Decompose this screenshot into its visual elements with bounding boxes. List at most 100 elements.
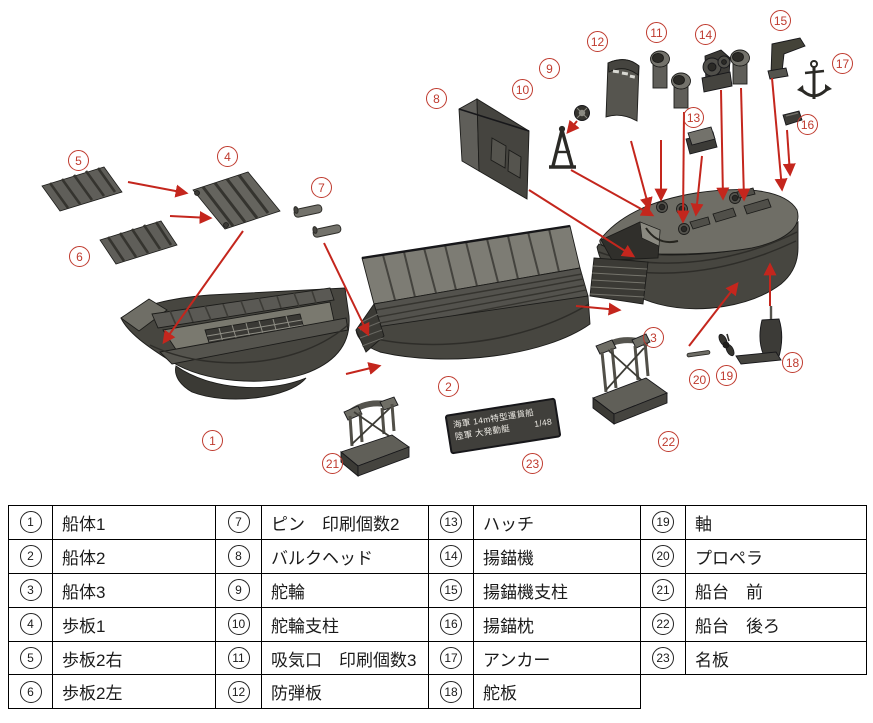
part-name-cell: ピン 印刷個数2 bbox=[261, 505, 429, 540]
diagram-label-2: 2 bbox=[438, 376, 459, 397]
part-name-cell: 船台 後ろ bbox=[685, 606, 867, 642]
part-air-intakes bbox=[650, 49, 750, 109]
air-intake-1 bbox=[650, 50, 670, 89]
part-helm-stand bbox=[549, 125, 576, 169]
part-number-cell: 2 bbox=[8, 538, 53, 574]
part-number-badge: 2 bbox=[19, 545, 42, 568]
part-number-cell: 9 bbox=[215, 572, 262, 608]
diagram-label-3: 3 bbox=[643, 327, 664, 348]
part-number-badge: 17 bbox=[440, 647, 462, 669]
part-number-badge: 22 bbox=[652, 613, 674, 636]
diagram-label-14: 14 bbox=[695, 24, 716, 45]
part-number-badge: 3 bbox=[19, 579, 42, 602]
diagram-label-11: 11 bbox=[646, 22, 667, 43]
part-name-cell: 船体1 bbox=[52, 505, 216, 540]
diagram-label-18: 18 bbox=[782, 352, 803, 373]
part-number-cell: 16 bbox=[428, 606, 474, 642]
part-number-badge: 13 bbox=[440, 511, 462, 534]
part-number-badge: 12 bbox=[227, 680, 250, 703]
diagram-label-15: 15 bbox=[770, 10, 791, 31]
part-windlass bbox=[701, 49, 733, 93]
part-number-cell: 17 bbox=[428, 640, 474, 676]
part-number-badge: 10 bbox=[227, 613, 250, 636]
part-name-cell: アンカー bbox=[473, 640, 641, 676]
diagram-label-6: 6 bbox=[69, 246, 90, 267]
diagram-label-13: 13 bbox=[683, 107, 704, 128]
part-hatch bbox=[685, 126, 718, 155]
part-name-cell: 船体3 bbox=[52, 572, 216, 608]
part-rudder bbox=[735, 306, 783, 365]
part-name-cell: バルクヘッド bbox=[261, 538, 429, 574]
part-pins bbox=[293, 204, 342, 238]
part-number-badge: 20 bbox=[652, 545, 674, 568]
name-plate-scale: 1/48 bbox=[533, 416, 553, 430]
part-number-cell: 4 bbox=[8, 606, 53, 642]
part-number-badge: 9 bbox=[227, 579, 250, 602]
part-helm-wheel bbox=[574, 105, 590, 121]
diagram-label-4: 4 bbox=[217, 146, 238, 167]
part-number-badge: 1 bbox=[19, 511, 42, 534]
part-number-cell: 22 bbox=[640, 606, 686, 642]
part-number-cell: 21 bbox=[640, 572, 686, 608]
part-name-cell: 揚錨枕 bbox=[473, 606, 641, 642]
part-number-cell: 14 bbox=[428, 538, 474, 574]
part-walkboard-2-right bbox=[41, 166, 123, 212]
part-number-badge: 11 bbox=[227, 647, 250, 669]
part-number-badge: 4 bbox=[19, 613, 42, 636]
part-number-cell: 7 bbox=[215, 505, 262, 540]
part-number-cell: 10 bbox=[215, 606, 262, 642]
part-number-cell: 15 bbox=[428, 572, 474, 608]
part-name-cell: 船台 前 bbox=[685, 572, 867, 608]
parts-table-row: 5 歩板2右 11 吸気口 印刷個数3 17 アンカー 23 名板 bbox=[8, 640, 867, 676]
diagram-label-21: 21 bbox=[322, 453, 343, 474]
part-anchor bbox=[797, 60, 832, 99]
part-walkboard-2-left bbox=[99, 220, 178, 265]
part-name-cell: 吸気口 印刷個数3 bbox=[261, 640, 429, 676]
part-number-badge: 5 bbox=[19, 647, 42, 669]
diagram-label-7: 7 bbox=[311, 177, 332, 198]
part-number-badge: 23 bbox=[652, 647, 674, 669]
part-name-cell: 歩板2右 bbox=[52, 640, 216, 676]
part-number-badge: 21 bbox=[652, 579, 674, 602]
part-number-cell: 5 bbox=[8, 640, 53, 676]
part-number-badge: 19 bbox=[652, 511, 674, 534]
part-name-cell: 舵板 bbox=[473, 674, 641, 710]
part-number-cell: 13 bbox=[428, 505, 474, 540]
part-armor-plate bbox=[605, 59, 640, 122]
part-number-cell: 12 bbox=[215, 674, 262, 710]
part-number-badge: 18 bbox=[440, 680, 462, 703]
diagram-label-17: 17 bbox=[832, 53, 853, 74]
part-walkboard-1 bbox=[192, 171, 281, 230]
part-number-badge: 14 bbox=[440, 545, 462, 568]
part-number-badge: 6 bbox=[19, 680, 42, 703]
diagram-label-16: 16 bbox=[797, 114, 818, 135]
exploded-view-diagram bbox=[41, 37, 832, 477]
part-number-badge: 7 bbox=[227, 511, 250, 534]
part-name-cell: 歩板1 bbox=[52, 606, 216, 642]
part-name-cell: 舵輪支柱 bbox=[261, 606, 429, 642]
part-name-cell: 舵輪 bbox=[261, 572, 429, 608]
part-hull-2 bbox=[355, 224, 591, 360]
part-number-cell: 19 bbox=[640, 505, 686, 540]
part-shaft bbox=[686, 350, 711, 358]
part-number-cell: 1 bbox=[8, 505, 53, 540]
part-number-cell: 11 bbox=[215, 640, 262, 676]
part-name-cell: 名板 bbox=[685, 640, 867, 676]
part-windlass-support bbox=[767, 37, 806, 80]
part-name-cell: 歩板2左 bbox=[52, 674, 216, 710]
part-number-cell: 23 bbox=[640, 640, 686, 676]
diagram-label-1: 1 bbox=[202, 430, 223, 451]
part-number-badge: 8 bbox=[227, 545, 250, 568]
part-number-cell: 3 bbox=[8, 572, 53, 608]
air-intake-3 bbox=[730, 49, 750, 85]
diagram-label-23: 23 bbox=[522, 453, 543, 474]
diagram-label-9: 9 bbox=[539, 58, 560, 79]
